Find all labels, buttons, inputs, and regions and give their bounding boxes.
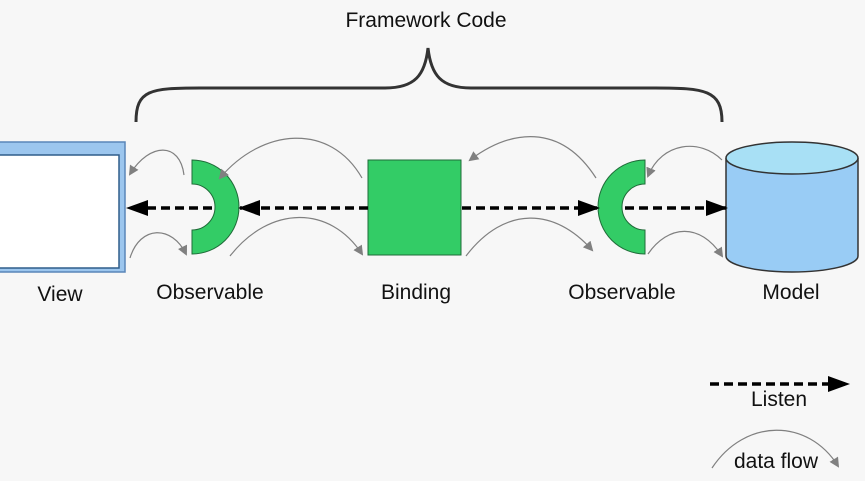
data-flow-arrow	[646, 145, 723, 178]
data-flow-arrow	[129, 232, 188, 259]
observable-right-label: Observable	[568, 281, 675, 304]
model-label: Model	[762, 281, 819, 304]
data-flow-arrow	[468, 136, 597, 179]
binding-label: Binding	[381, 281, 451, 304]
model-cylinder-icon	[725, 141, 859, 273]
data-flow-arrows	[128, 136, 724, 259]
legend: Listen data flow	[710, 376, 850, 473]
data-flow-arrow	[218, 137, 363, 180]
framework-brace	[134, 47, 724, 123]
legend-data-flow-arrow	[711, 429, 840, 469]
framework-code-title: Framework Code	[345, 9, 506, 32]
observable-left-label: Observable	[156, 281, 263, 304]
legend-data-flow-label: data flow	[734, 450, 819, 473]
data-flow-arrow	[465, 217, 594, 257]
binding-box	[367, 159, 462, 256]
view-label: View	[37, 283, 83, 306]
view-window-icon	[0, 141, 126, 273]
data-flow-arrow	[229, 216, 364, 257]
observable-left-shape	[191, 159, 240, 255]
observable-right-shape	[597, 159, 646, 255]
data-flow-arrow	[128, 149, 185, 176]
legend-listen-label: Listen	[751, 388, 807, 411]
data-flow-arrow	[647, 230, 724, 258]
